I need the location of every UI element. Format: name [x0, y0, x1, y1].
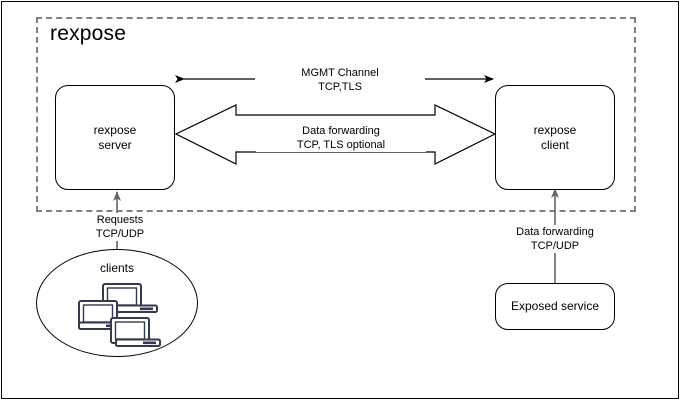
computer-icon — [110, 317, 161, 347]
label-data-forwarding-main-line2: TCP, TLS optional — [296, 139, 386, 151]
node-rexpose-server-text: rexpose server — [94, 123, 137, 153]
node-rexpose-client-line2: client — [540, 137, 569, 152]
node-rexpose-server[interactable]: rexpose server — [55, 85, 175, 190]
node-exposed-service[interactable]: Exposed service — [495, 283, 615, 330]
label-data-forwarding-service: Data forwarding TCP/UDP — [490, 225, 620, 253]
node-rexpose-server-line1: rexpose — [93, 122, 137, 137]
label-requests-line2: TCP/UDP — [95, 228, 145, 240]
label-data-forwarding-service-line2: TCP/UDP — [530, 240, 580, 252]
node-rexpose-client-line1: rexpose — [533, 122, 577, 137]
node-rexpose-client[interactable]: rexpose client — [495, 85, 615, 190]
label-requests-line1: Requests — [96, 214, 144, 226]
node-rexpose-client-text: rexpose client — [534, 123, 577, 153]
node-rexpose-server-line2: server — [98, 137, 132, 152]
zone-title: rexpose — [50, 22, 127, 45]
node-exposed-service-label: Exposed service — [510, 299, 600, 313]
label-data-forwarding-main: Data forwarding TCP, TLS optional — [256, 124, 426, 152]
label-mgmt-channel-line1: MGMT Channel — [301, 67, 379, 79]
rexpose-zone-boundary — [36, 17, 636, 212]
label-mgmt-channel: MGMT Channel TCP,TLS — [255, 65, 425, 95]
node-clients-label: clients — [99, 261, 134, 275]
label-requests: Requests TCP/UDP — [60, 213, 180, 241]
label-data-forwarding-main-line1: Data forwarding — [302, 125, 380, 137]
label-data-forwarding-service-line1: Data forwarding — [516, 226, 594, 238]
label-mgmt-channel-line2: TCP,TLS — [318, 81, 362, 93]
